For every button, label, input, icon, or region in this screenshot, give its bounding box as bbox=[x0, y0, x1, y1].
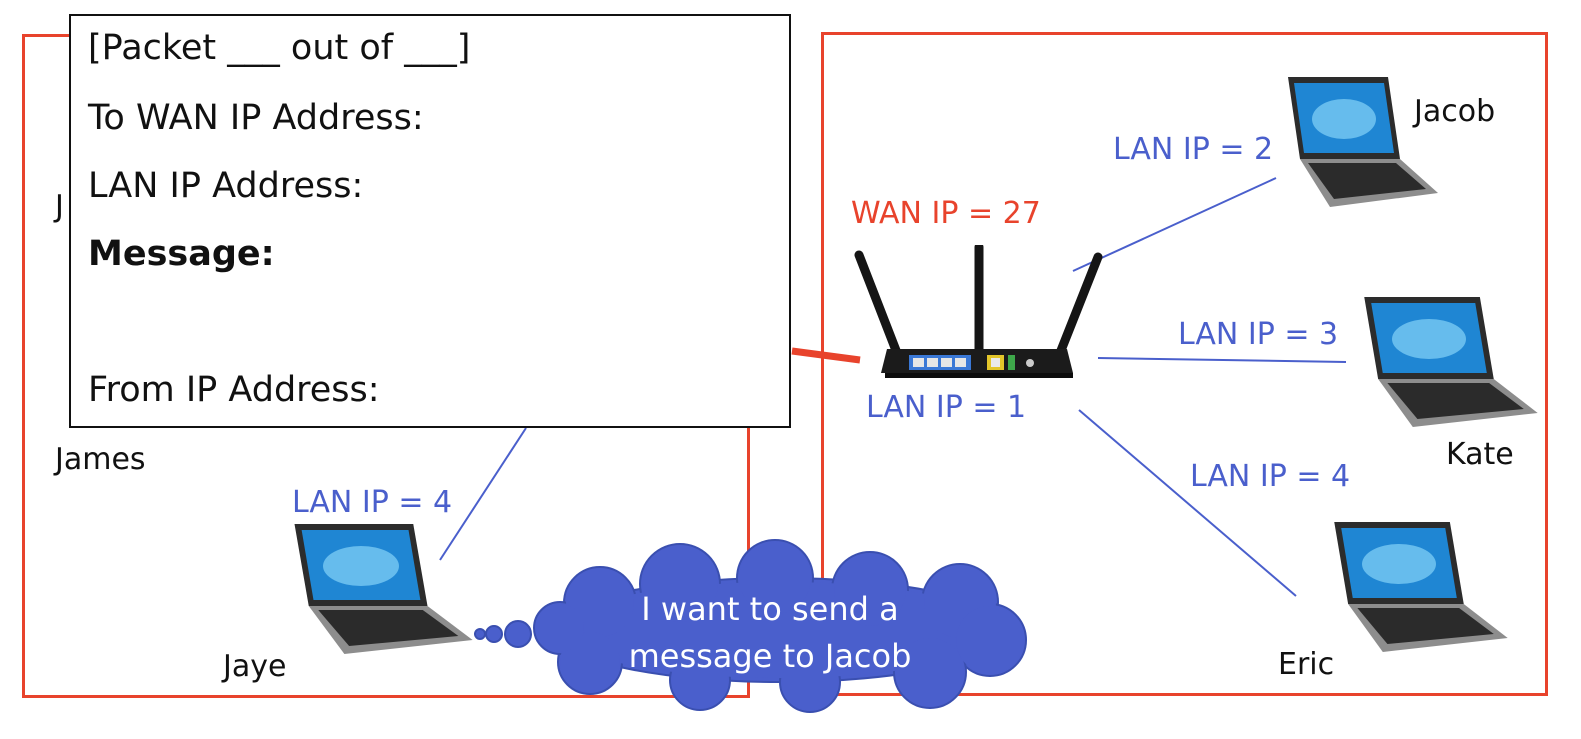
packet-number-line: [Packet ___ out of ___] bbox=[88, 28, 471, 68]
lan-ip-label-kate: LAN IP = 3 bbox=[1178, 317, 1339, 352]
right-network-boundary bbox=[821, 32, 1548, 696]
lan-ip-field: LAN IP Address: bbox=[88, 166, 364, 206]
to-wan-ip-field: To WAN IP Address: bbox=[88, 98, 424, 138]
lan-ip-label-jacob: LAN IP = 2 bbox=[1113, 132, 1274, 167]
link-router-jacob bbox=[1072, 177, 1277, 272]
router-lan-label: LAN IP = 1 bbox=[866, 390, 1027, 425]
device-name-james: James bbox=[55, 442, 146, 477]
message-field: Message: bbox=[88, 234, 275, 274]
thought-line-2: message to Jacob bbox=[628, 637, 912, 675]
lan-ip-label-eric: LAN IP = 4 bbox=[1190, 459, 1351, 494]
device-name-kate: Kate bbox=[1446, 437, 1514, 472]
from-ip-field: From IP Address: bbox=[88, 370, 380, 410]
laptop-icon-jaye bbox=[294, 524, 473, 654]
laptop-icon-jacob bbox=[1288, 77, 1438, 207]
device-name-jacob: Jacob bbox=[1414, 94, 1496, 129]
router-icon bbox=[854, 245, 1103, 378]
thought-line-1: I want to send a bbox=[641, 590, 899, 628]
device-name-jaye: Jaye bbox=[223, 649, 287, 684]
lan-ip-label-jaye: LAN IP = 4 bbox=[292, 485, 453, 520]
link-router-kate bbox=[1097, 357, 1347, 363]
link-jaye bbox=[439, 427, 527, 561]
link-router-wan bbox=[791, 347, 861, 364]
packet-form: [Packet ___ out of ___] To WAN IP Addres… bbox=[69, 14, 791, 428]
router-wan-label: WAN IP = 27 bbox=[851, 196, 1041, 231]
left-hidden-label-fragment: J bbox=[55, 189, 64, 224]
link-router-eric bbox=[1078, 409, 1297, 597]
laptop-icon-kate bbox=[1364, 297, 1538, 427]
thought-text: I want to send a message to Jacob bbox=[560, 586, 980, 680]
laptop-icon-eric bbox=[1334, 522, 1508, 652]
device-name-eric: Eric bbox=[1278, 647, 1335, 682]
